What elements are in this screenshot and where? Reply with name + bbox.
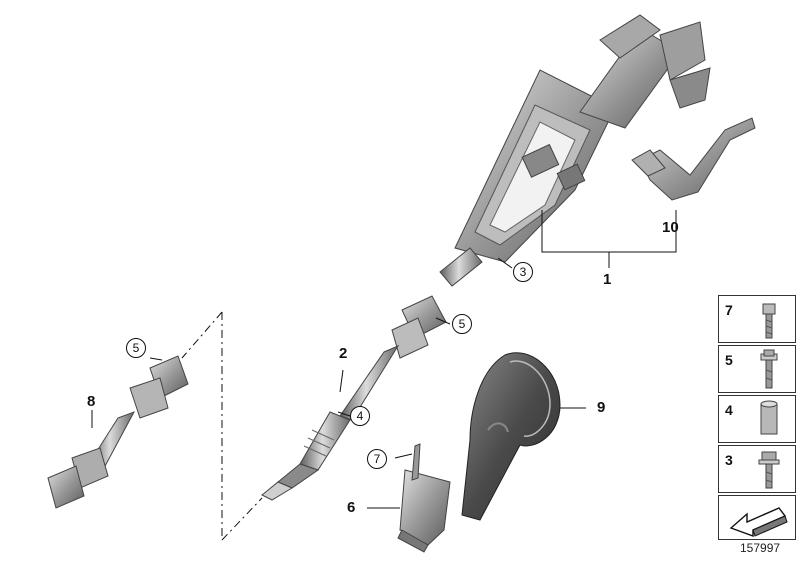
legend-number: 5 [725, 352, 733, 368]
legend-item-3: 3 [718, 445, 796, 493]
steering-shaft-part-2 [261, 295, 447, 501]
clip-part-6 [397, 443, 451, 553]
legend-item-4: 4 [718, 395, 796, 443]
callout-9: 9 [597, 399, 606, 416]
sleeve-nut-icon [760, 400, 778, 435]
callout-1: 1 [603, 271, 612, 288]
intermediate-shaft-part-8 [47, 355, 189, 509]
callout-4-circled: 4 [350, 406, 370, 426]
leader-lines [91, 210, 677, 541]
callout-6: 6 [347, 499, 356, 516]
callout-5-circled-left: 5 [126, 338, 146, 358]
callout-8: 8 [87, 393, 96, 410]
legend-number: 7 [725, 302, 733, 318]
steering-column-part-1 [439, 14, 711, 287]
hex-bolt-icon [758, 451, 780, 489]
boot-part-9 [461, 352, 561, 521]
legend-number: 4 [725, 402, 733, 418]
callout-2: 2 [339, 345, 348, 362]
flange-bolt-icon [760, 349, 778, 389]
legend-item-5: 5 [718, 345, 796, 393]
callout-10: 10 [662, 219, 679, 236]
legend-item-7: 7 [718, 295, 796, 343]
torx-bolt-icon [762, 303, 776, 339]
callout-7-circled: 7 [367, 449, 387, 469]
arrow-indicator-icon [729, 507, 788, 537]
legend-item-arrow [718, 495, 796, 540]
callout-3-circled: 3 [513, 262, 533, 282]
drawing-number: 157997 [740, 541, 781, 555]
bracket-part-10 [631, 117, 756, 201]
callout-5-circled: 5 [452, 314, 472, 334]
legend-number: 3 [725, 452, 733, 468]
